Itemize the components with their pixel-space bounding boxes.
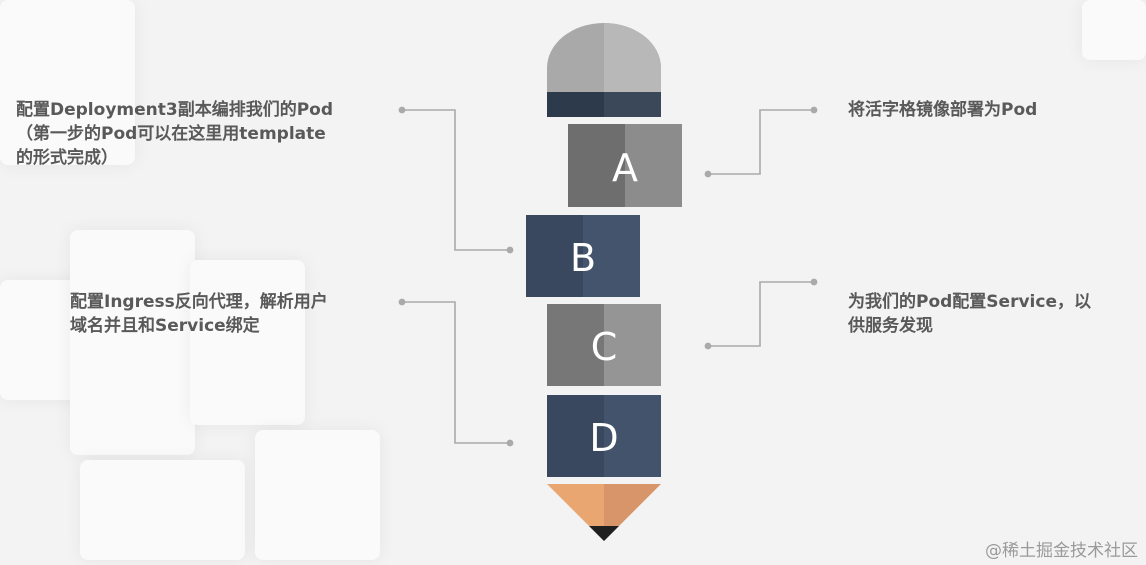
label-a: 将活字格镜像部署为Pod bbox=[848, 100, 1038, 120]
background-tile bbox=[1082, 0, 1146, 60]
connector-d bbox=[398, 298, 514, 447]
background-tile bbox=[0, 0, 135, 165]
block-a: A bbox=[568, 124, 682, 207]
block-d-letter: D bbox=[589, 416, 618, 460]
block-c-letter: C bbox=[591, 325, 618, 369]
connector-c bbox=[704, 278, 818, 350]
block-c: C bbox=[547, 304, 661, 386]
pencil-eraser bbox=[547, 23, 661, 92]
block-b: B bbox=[526, 215, 640, 297]
pencil-tip bbox=[547, 484, 661, 541]
pencil-ferrule bbox=[547, 92, 661, 117]
block-d: D bbox=[547, 395, 661, 477]
watermark: @稀土掘金技术社区 bbox=[985, 541, 1138, 561]
connector-b bbox=[398, 106, 514, 254]
background-tile bbox=[70, 230, 195, 455]
background-tile bbox=[255, 430, 380, 560]
background-tile bbox=[190, 260, 305, 425]
label-b: 配置Deployment3副本编排我们的Pod （第一步的Pod可以在这里用te… bbox=[16, 100, 334, 168]
label-d: 配置Ingress反向代理，解析用户 域名并且和Service绑定 bbox=[70, 292, 328, 336]
background-tile bbox=[80, 460, 245, 560]
connector-a bbox=[704, 106, 818, 178]
block-a-letter: A bbox=[612, 146, 638, 190]
block-b-letter: B bbox=[570, 236, 596, 280]
label-c: 为我们的Pod配置Service，以 供服务发现 bbox=[848, 292, 1091, 336]
